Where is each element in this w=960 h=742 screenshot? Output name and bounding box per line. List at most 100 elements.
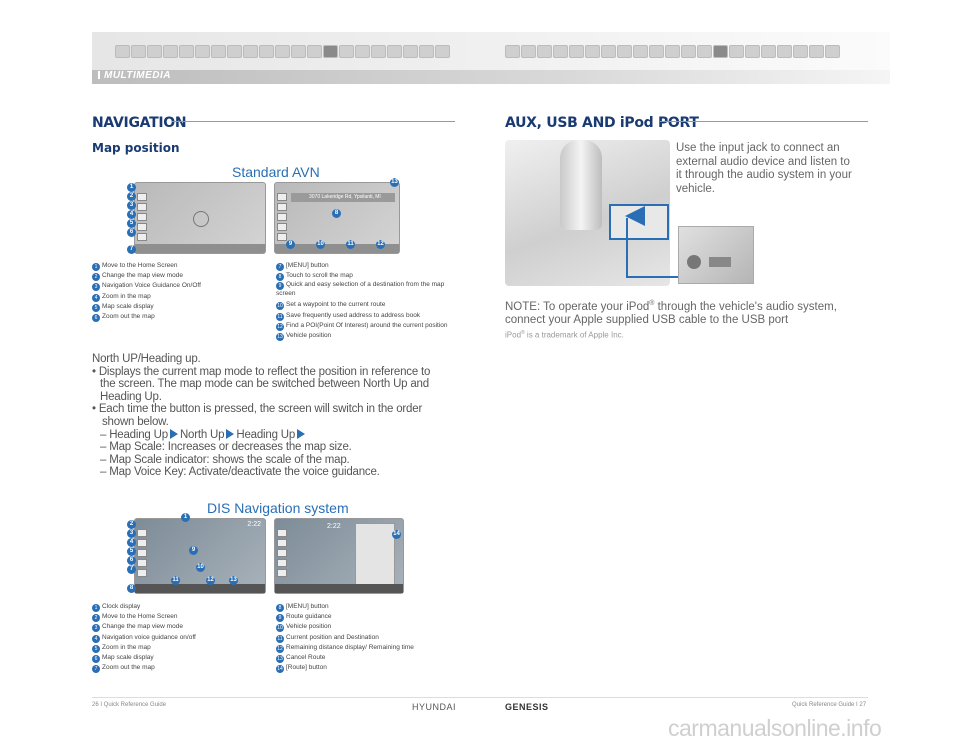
- section-tab-icon: [585, 45, 600, 58]
- note-line: NOTE: To operate your iPod® through the …: [505, 300, 837, 313]
- route-menu-panel: [355, 523, 395, 585]
- vehicle-position-icon: [193, 211, 209, 227]
- section-tab-icon: [435, 45, 450, 58]
- section-tab-icon: [387, 45, 402, 58]
- order-step: Heading Up: [236, 428, 296, 441]
- section-tab-icon: [633, 45, 648, 58]
- callout-badge: 8: [332, 209, 341, 218]
- header-strip: [92, 70, 890, 84]
- body-line: shown below.: [102, 415, 169, 428]
- callout-badge: 7: [127, 245, 136, 254]
- standard-avn-screen-left: [134, 182, 266, 254]
- callout-badge: 5: [127, 219, 136, 228]
- section-tab-icon: [339, 45, 354, 58]
- arrow-right-icon: [297, 428, 306, 439]
- gear-shifter: [560, 140, 602, 230]
- order-step: – Heading Up: [100, 428, 168, 441]
- section-tab-icon: [601, 45, 616, 58]
- section-tab-icon: [227, 45, 242, 58]
- usb-port-icon: [709, 257, 731, 267]
- section-tab-icon: [195, 45, 210, 58]
- section-tab-icon: [745, 45, 760, 58]
- clock-display: 2:22: [327, 523, 341, 530]
- callout-badge: 7: [127, 565, 136, 574]
- port-closeup-photo: [678, 226, 754, 284]
- section-tab-icon: [761, 45, 776, 58]
- arrow-right-icon: [226, 428, 235, 439]
- connector-line: [626, 218, 628, 278]
- section-tab-icon: [291, 45, 306, 58]
- section-tab-icon: [505, 45, 520, 58]
- body-line: • Displays the current map mode to refle…: [92, 365, 431, 378]
- trademark-note: iPod® is a trademark of Apple Inc.: [505, 330, 624, 340]
- section-tab-icon: [665, 45, 680, 58]
- right-icon-strip: [505, 45, 840, 58]
- callout-badge: 13: [390, 178, 399, 187]
- body-line: North UP/Heading up.: [92, 353, 201, 365]
- note-line: connect your Apple supplied USB cable to…: [505, 313, 789, 326]
- section-tab-icon: [569, 45, 584, 58]
- body-line: • Each time the button is pressed, the s…: [92, 403, 423, 416]
- footer-left: 26 I Quick Reference Guide: [92, 702, 167, 708]
- usb-description: Use the input jack to connect an externa…: [676, 142, 852, 195]
- callout-badge: 6: [127, 228, 136, 237]
- legend-item: 7[MENU] button: [276, 261, 461, 271]
- connector-line: [626, 276, 678, 278]
- callout-badge: 6: [127, 556, 136, 565]
- screen-bottom-bar: [135, 584, 265, 593]
- body-line: – Map Scale indicator: shows the scale o…: [100, 453, 350, 466]
- brand-genesis: GENESIS: [505, 702, 549, 712]
- section-tab-icon: [163, 45, 178, 58]
- usb-heading-rule: [660, 121, 868, 122]
- watermark: carmanualsonline.info: [668, 715, 882, 741]
- section-tab-icon: [537, 45, 552, 58]
- screen-bottom-bar: [135, 244, 265, 253]
- footer-right: Quick Reference Guide I 27: [792, 702, 867, 708]
- section-label: MULTIMEDIA: [98, 70, 171, 81]
- screen-side-buttons: [277, 193, 287, 243]
- body-line: Heading Up.: [100, 390, 162, 403]
- arrow-left-icon: [625, 206, 645, 226]
- usb-note: NOTE: To operate your iPod® through the …: [505, 297, 865, 327]
- section-tab-icon: [259, 45, 274, 58]
- section-tab-icon: [243, 45, 258, 58]
- section-tab-icon: [403, 45, 418, 58]
- callout-badge: 2: [127, 520, 136, 529]
- dis-title: DIS Navigation system: [207, 500, 349, 516]
- section-tab-icon: [179, 45, 194, 58]
- navigation-heading: NAVIGATION: [92, 115, 187, 131]
- dis-screen-left: 2:22: [134, 518, 266, 594]
- body-line: – Map Scale: Increases or decreases the …: [100, 441, 352, 454]
- section-tab-icon: [131, 45, 146, 58]
- section-tab-icon: [323, 45, 338, 58]
- left-icon-strip: [115, 45, 450, 58]
- section-tab-icon: [147, 45, 162, 58]
- callout-badge: 4: [127, 210, 136, 219]
- footer-rule: [92, 697, 868, 698]
- callout-badge: 3: [127, 201, 136, 210]
- screen-side-buttons: [137, 193, 147, 243]
- screen-side-buttons: [277, 529, 287, 579]
- section-tab-icon: [697, 45, 712, 58]
- aux-jack-icon: [687, 255, 701, 269]
- callout-badge: 10: [196, 563, 205, 572]
- callout-badge: 3: [127, 529, 136, 538]
- callout-badge: 10: [316, 240, 325, 249]
- navigation-heading-rule: [172, 121, 455, 122]
- callout-badge: 5: [127, 547, 136, 556]
- callout-badge: 2: [127, 192, 136, 201]
